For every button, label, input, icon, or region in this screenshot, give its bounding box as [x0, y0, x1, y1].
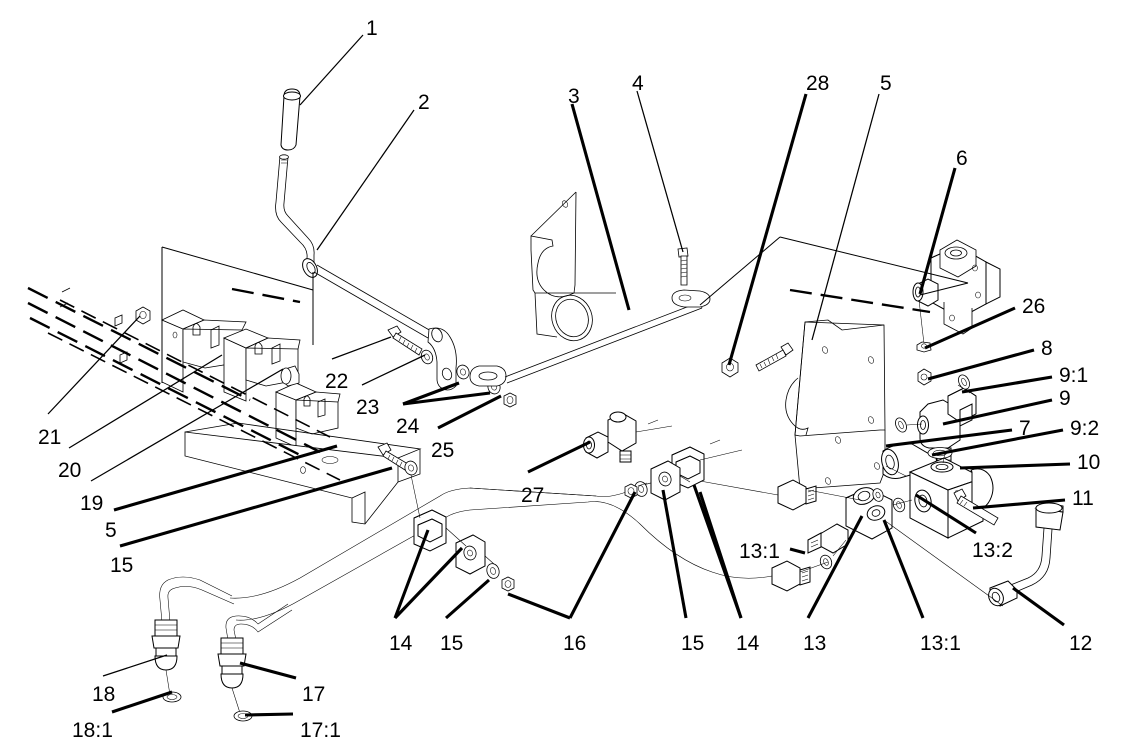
part-hydraulic-tube-12	[988, 502, 1064, 607]
part-o-ring-9-1-b	[895, 417, 907, 433]
callout-6[interactable]: 6	[956, 147, 968, 170]
callout-4[interactable]: 4	[632, 72, 644, 95]
callout-13-1[interactable]: 13:1	[739, 540, 780, 563]
callout-21[interactable]: 21	[38, 426, 62, 449]
part-valve-block-top	[912, 239, 1001, 335]
part-knob-1	[280, 88, 301, 151]
part-control-lever-2	[275, 154, 318, 278]
part-cap-screw-22	[387, 325, 423, 356]
part-lock-nut-8	[917, 368, 932, 386]
part-right-panel	[785, 319, 886, 490]
part-seal-13-2	[872, 488, 884, 502]
part-hose-clamp-14-right-b	[650, 460, 681, 501]
hose-lines	[229, 479, 779, 621]
callout-7[interactable]: 7	[1019, 417, 1031, 440]
part-o-ring-9-2	[927, 447, 953, 459]
part-washer-23	[420, 349, 434, 365]
part-valve-body-10	[908, 457, 994, 539]
part-hose-clamp-14-right	[671, 446, 705, 489]
part-o-ring-17-1	[233, 710, 253, 722]
part-nut-plate-left	[135, 306, 151, 325]
callout-5[interactable]: 5	[880, 72, 892, 95]
part-screw-5	[755, 342, 794, 372]
part-cap-screw-4	[677, 247, 689, 286]
callout-26[interactable]: 26	[1022, 295, 1046, 318]
callout-20[interactable]: 20	[58, 459, 82, 482]
part-o-ring-13-1-a	[819, 554, 833, 570]
part-nut-16-right	[624, 483, 638, 499]
part-flange-nut-28	[721, 357, 739, 378]
callout-13[interactable]: 13	[803, 632, 827, 655]
part-nut-16-left	[501, 576, 515, 592]
part-hose-clamp-14-left	[413, 509, 447, 552]
callout-12[interactable]: 12	[1069, 632, 1093, 655]
callout-1[interactable]: 1	[366, 17, 378, 40]
part-stud-knob	[280, 365, 300, 387]
callout-2[interactable]: 2	[418, 91, 430, 114]
callout-13-1[interactable]: 13:1	[920, 632, 961, 655]
part-rod-end	[469, 365, 507, 387]
part-washer-plate	[404, 460, 418, 476]
part-washer-24a	[456, 364, 470, 380]
callout-9-1[interactable]: 9:1	[1059, 364, 1089, 387]
callout-3[interactable]: 3	[568, 85, 580, 108]
callout-19[interactable]: 19	[80, 492, 104, 515]
callout-17[interactable]: 17	[302, 683, 326, 706]
callout-18[interactable]: 18	[92, 683, 116, 706]
callout-8[interactable]: 8	[1041, 337, 1053, 360]
part-hose-nut-lower	[771, 560, 811, 592]
callout-14[interactable]: 14	[736, 632, 760, 655]
callout-14[interactable]: 14	[389, 632, 413, 655]
callout-22[interactable]: 22	[325, 370, 349, 393]
part-o-ring-9-1-a	[958, 374, 970, 390]
callout-11[interactable]: 11	[1072, 487, 1094, 510]
callout-18-1[interactable]: 18:1	[72, 719, 113, 742]
callout-15[interactable]: 15	[440, 632, 464, 655]
part-fitting-27	[583, 411, 637, 463]
callout-16[interactable]: 16	[563, 632, 587, 655]
part-center-panel	[530, 191, 616, 342]
part-nut-25	[503, 392, 517, 408]
part-o-ring-13-1-b	[892, 497, 906, 513]
part-hose-nut-upper	[777, 479, 817, 511]
callout-28[interactable]: 28	[806, 72, 830, 95]
callout-17-1[interactable]: 17:1	[300, 719, 341, 742]
part-linkage-rod-3	[504, 289, 711, 384]
callout-24[interactable]: 24	[396, 415, 420, 438]
part-o-ring-18-1	[162, 691, 182, 703]
part-washer-15-left	[486, 563, 500, 579]
callout-9-2[interactable]: 9:2	[1070, 417, 1100, 440]
callout-15[interactable]: 15	[681, 632, 705, 655]
callout-27[interactable]: 27	[521, 484, 545, 507]
part-screw-plate	[377, 442, 409, 471]
callout-10[interactable]: 10	[1077, 451, 1101, 474]
callout-15[interactable]: 15	[110, 554, 134, 577]
callout-5[interactable]: 5	[105, 519, 117, 542]
part-washer-26	[916, 299, 932, 353]
part-linkage-shaft	[313, 264, 432, 339]
part-mounting-plate-5	[184, 422, 422, 525]
callout-25[interactable]: 25	[431, 439, 455, 462]
callout-23[interactable]: 23	[356, 396, 380, 419]
part-hose-17	[217, 603, 293, 714]
callout-9[interactable]: 9	[1059, 387, 1071, 410]
callout-13-2[interactable]: 13:2	[972, 539, 1013, 562]
